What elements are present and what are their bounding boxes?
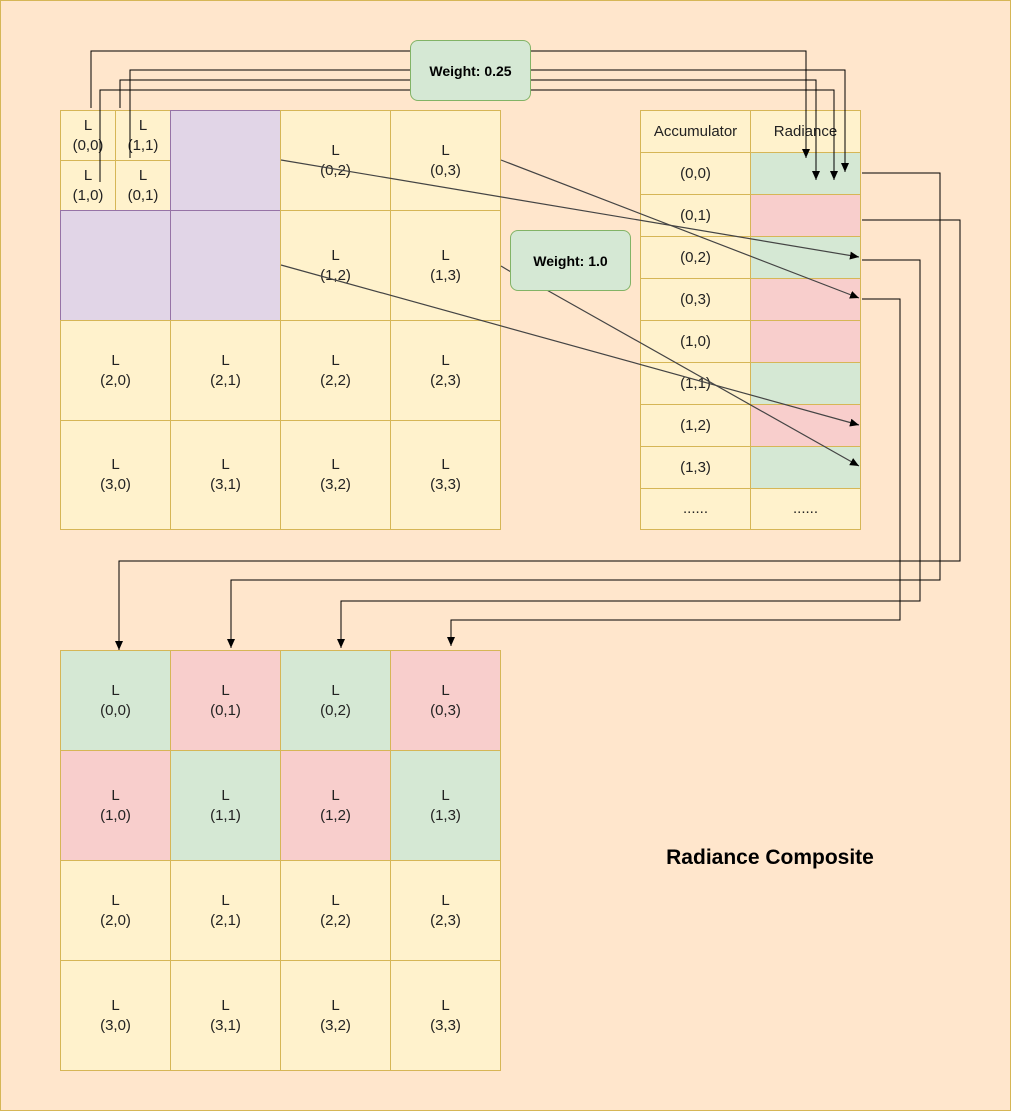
table-radiance-value bbox=[750, 446, 861, 489]
output-cell: L (0,2) bbox=[280, 650, 391, 751]
source-empty-cell bbox=[60, 210, 171, 321]
connector-line bbox=[544, 288, 860, 467]
source-cell: L (0,2) bbox=[280, 110, 391, 211]
connector-line bbox=[337, 259, 921, 648]
source-cell: L (2,2) bbox=[280, 320, 391, 421]
source-cell: L (3,2) bbox=[280, 420, 391, 530]
table-key: ...... bbox=[640, 488, 751, 530]
source-cell: L (3,1) bbox=[170, 420, 281, 530]
output-cell: L (0,3) bbox=[390, 650, 501, 751]
diagram-title: Radiance Composite bbox=[666, 846, 874, 869]
source-cell: L (2,0) bbox=[60, 320, 171, 421]
output-cell: L (1,1) bbox=[170, 750, 281, 861]
weight-label-quarter: Weight: 0.25 bbox=[410, 40, 531, 101]
table-key: (0,3) bbox=[640, 278, 751, 321]
table-key: (0,2) bbox=[640, 236, 751, 279]
source-cell: L (0,3) bbox=[390, 110, 501, 211]
output-cell: L (2,3) bbox=[390, 860, 501, 961]
table-radiance-value bbox=[750, 362, 861, 405]
table-key: (1,2) bbox=[640, 404, 751, 447]
connector-line bbox=[227, 172, 941, 648]
connector-line bbox=[500, 159, 860, 299]
connector-line bbox=[115, 219, 961, 650]
connector-line bbox=[500, 265, 512, 273]
table-radiance-value bbox=[750, 320, 861, 363]
source-cell: L (2,1) bbox=[170, 320, 281, 421]
table-radiance-value: ...... bbox=[750, 488, 861, 530]
source-cell: L (1,3) bbox=[390, 210, 501, 321]
table-key: (1,3) bbox=[640, 446, 751, 489]
connector-line bbox=[280, 264, 860, 427]
connector-line bbox=[99, 89, 838, 182]
output-cell: L (2,2) bbox=[280, 860, 391, 961]
output-cell: L (3,0) bbox=[60, 960, 171, 1071]
connector-line bbox=[280, 159, 860, 260]
output-cell: L (3,2) bbox=[280, 960, 391, 1071]
source-cell: L (3,3) bbox=[390, 420, 501, 530]
weight-label-full: Weight: 1.0 bbox=[510, 230, 631, 291]
output-cell: L (3,3) bbox=[390, 960, 501, 1071]
output-cell: L (2,1) bbox=[170, 860, 281, 961]
source-cell: L (2,3) bbox=[390, 320, 501, 421]
output-cell: L (1,2) bbox=[280, 750, 391, 861]
source-cell: L (3,0) bbox=[60, 420, 171, 530]
connector-line bbox=[447, 298, 901, 646]
output-cell: L (1,3) bbox=[390, 750, 501, 861]
source-subcell: L (0,1) bbox=[115, 160, 171, 211]
